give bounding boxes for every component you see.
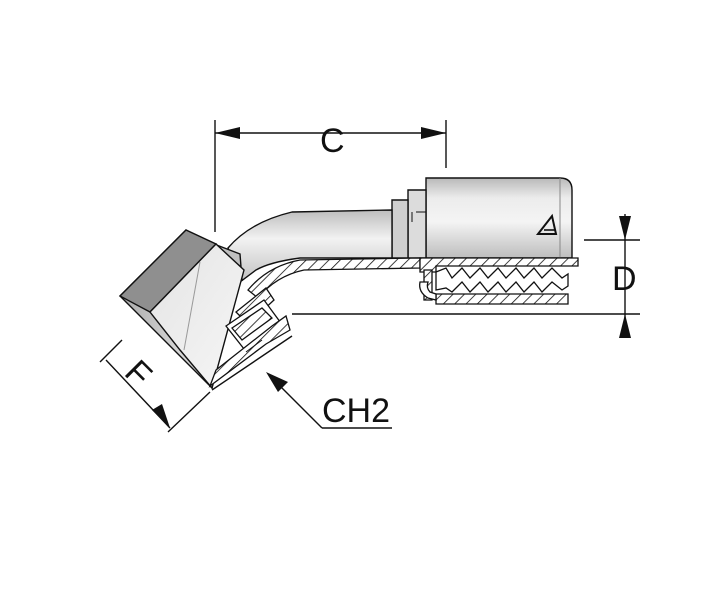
dimension-label-d: D xyxy=(612,260,637,298)
f-arrow-bottom xyxy=(152,404,170,428)
dimension-label-c: C xyxy=(320,122,345,160)
d-arrow-bottom xyxy=(619,314,631,338)
fitting-body xyxy=(118,177,573,390)
c-arrow-right xyxy=(421,127,446,139)
f-extension-bottom xyxy=(167,391,211,433)
ferrule-step xyxy=(407,189,427,259)
swivel-nut-section xyxy=(208,314,291,388)
bent-tube xyxy=(227,209,393,284)
ferrule-bottom xyxy=(435,293,569,305)
brand-logo xyxy=(535,213,558,235)
dimension-label-f: F xyxy=(117,353,159,395)
ch2-arrow xyxy=(266,372,288,392)
tube-wall-section xyxy=(247,257,421,299)
cross-section xyxy=(208,257,579,391)
collar-ring xyxy=(391,199,409,259)
dimension-label-ch2: CH2 xyxy=(322,392,390,430)
nut-seat-inner xyxy=(231,307,273,341)
d-arrow-top xyxy=(619,216,631,240)
dimension-lines xyxy=(99,120,640,433)
c-arrow-left xyxy=(215,127,240,139)
stem-hook xyxy=(419,281,437,301)
ferrule-sleeve xyxy=(425,177,573,259)
ferrule-wall-section xyxy=(419,257,579,273)
serrated-insert xyxy=(435,267,569,293)
f-extension-top xyxy=(99,339,123,363)
